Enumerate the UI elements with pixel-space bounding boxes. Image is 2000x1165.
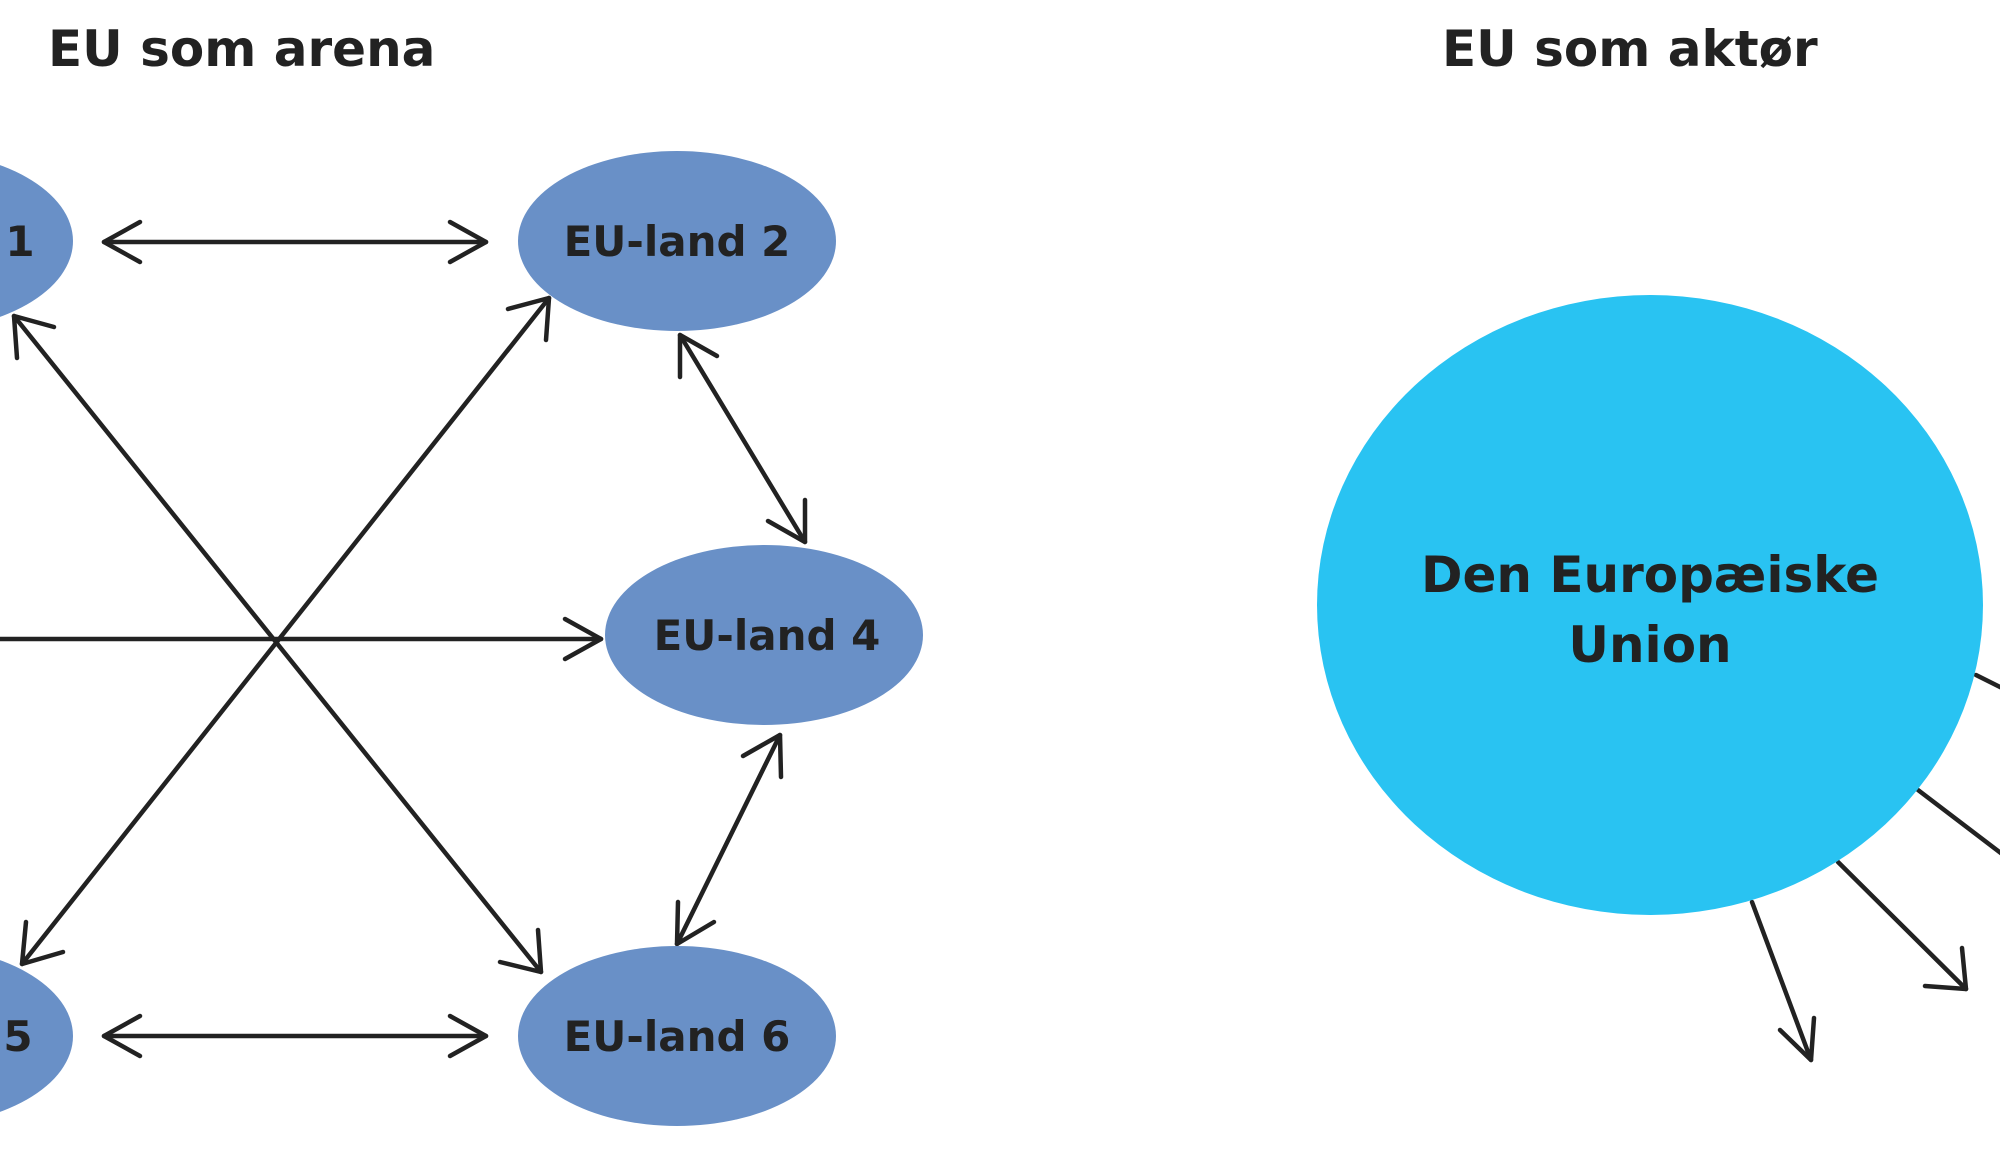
node-label-land6: EU-land 6 xyxy=(564,1012,791,1061)
node-label-land1: 1 xyxy=(5,217,34,266)
node-ellipse xyxy=(0,960,73,1112)
arena-title: EU som arena xyxy=(48,20,435,78)
node-ellipse xyxy=(518,946,836,1126)
node-eu-land-1: 1 xyxy=(0,165,73,317)
actor-title: EU som aktør xyxy=(1442,20,1818,78)
arrow-union-out-3 xyxy=(1915,787,2000,856)
node-ellipse xyxy=(518,151,836,331)
arrow-land5-land2 xyxy=(19,295,552,967)
union-label-line2: Union xyxy=(1568,616,1731,674)
arrow-land2-land4 xyxy=(677,332,808,545)
node-ellipse xyxy=(605,545,923,725)
node-eu-land-5: 5 xyxy=(0,960,73,1112)
node-label-land2: EU-land 2 xyxy=(564,217,791,266)
arrow-union-out-1 xyxy=(1749,899,1817,1063)
arrow-union-out-2 xyxy=(1835,859,1969,992)
arrow-to-land4 xyxy=(0,616,604,662)
node-label-land4: EU-land 4 xyxy=(654,611,881,660)
union-circle xyxy=(1317,295,1983,915)
arrow-land5-land6 xyxy=(101,1013,489,1059)
union-node: Den Europæiske Union xyxy=(1317,295,1983,915)
arrow-land1-land2 xyxy=(101,219,489,265)
node-eu-land-6: EU-land 6 xyxy=(518,946,836,1126)
node-ellipse xyxy=(0,165,73,317)
node-label-land5: 5 xyxy=(3,1012,32,1061)
arrow-union-out-4 xyxy=(1973,672,2000,690)
node-eu-land-4: EU-land 4 xyxy=(605,545,923,725)
node-eu-land-2: EU-land 2 xyxy=(518,151,836,331)
union-label-line1: Den Europæiske xyxy=(1421,546,1879,604)
arrow-land4-land6 xyxy=(674,732,784,947)
